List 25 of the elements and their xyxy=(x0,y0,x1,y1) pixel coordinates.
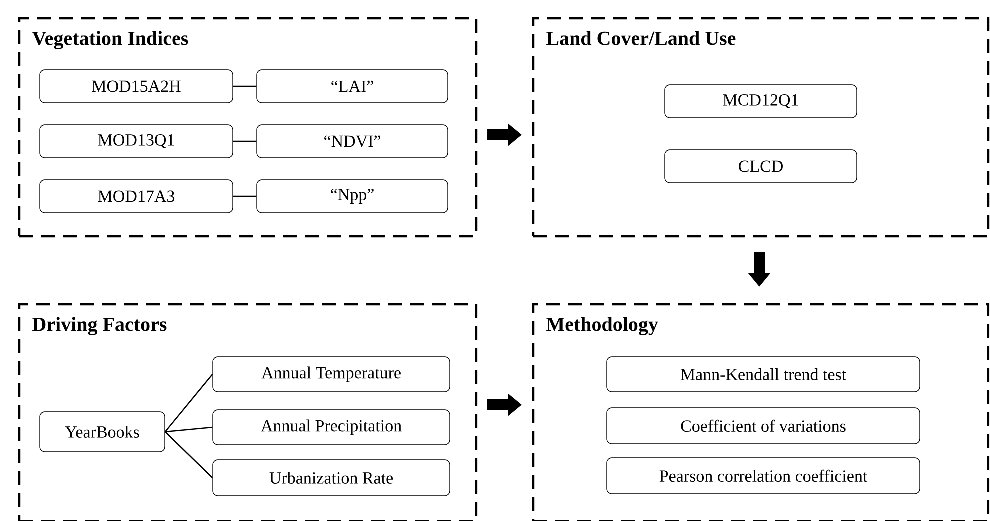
panel-heading: Land Cover/Land Use xyxy=(546,31,736,46)
rounded-box: Annual Precipitation xyxy=(212,410,450,446)
rounded-box: MOD15A2H xyxy=(40,70,234,104)
rounded-box: Coefficient of variations xyxy=(606,408,920,444)
rounded-box: Mann-Kendall trend test xyxy=(606,356,920,392)
panel-heading: Vegetation Indices xyxy=(32,31,188,50)
panel-heading: Driving Factors xyxy=(32,317,167,336)
rounded-box: YearBooks xyxy=(40,412,166,452)
connector-line xyxy=(164,374,214,432)
rounded-box: CLCD xyxy=(664,150,858,184)
rounded-box: Urbanization Rate xyxy=(212,460,450,496)
connector-line xyxy=(164,432,214,478)
rounded-box: “NDVI” xyxy=(256,124,448,158)
panel-heading: Methodology xyxy=(546,317,658,336)
connector-line xyxy=(165,426,213,433)
rounded-box: “LAI” xyxy=(256,70,448,104)
connector-line xyxy=(233,86,257,88)
rounded-box: Pearson correlation coefficient xyxy=(606,458,920,494)
rounded-box: MOD17A3 xyxy=(40,180,234,214)
rounded-box: Annual Temperature xyxy=(212,356,450,392)
rounded-box: MOD13Q1 xyxy=(40,124,234,158)
connector-line xyxy=(233,140,257,142)
rounded-box: “Npp” xyxy=(256,180,448,214)
connector-line xyxy=(233,196,257,198)
rounded-box: MCD12Q1 xyxy=(664,84,858,118)
